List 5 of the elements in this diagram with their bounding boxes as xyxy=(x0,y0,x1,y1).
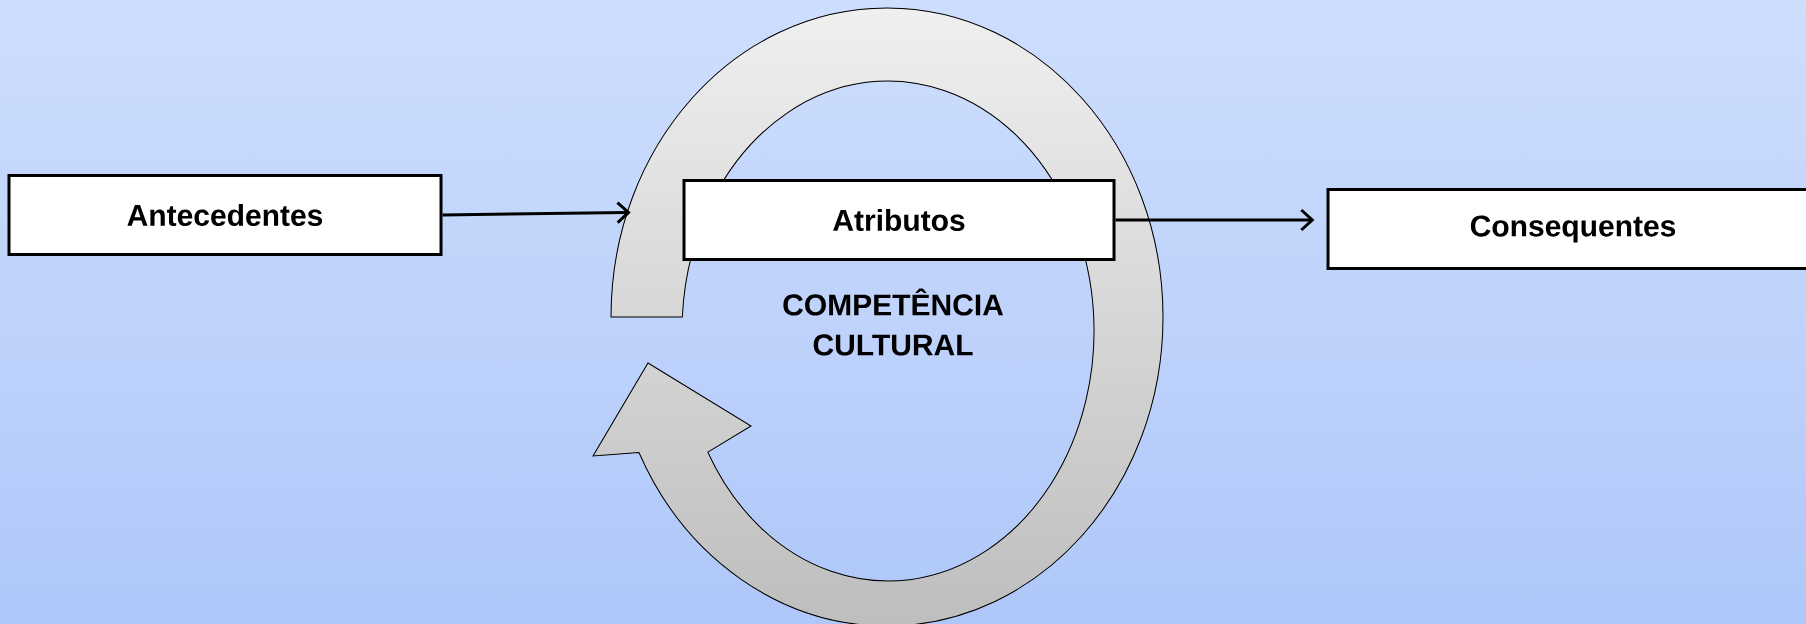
text-box: Consequentes xyxy=(1326,188,1806,270)
arrow xyxy=(1115,208,1315,232)
text-box: Antecedentes xyxy=(7,174,443,256)
text-box: Atributos xyxy=(682,179,1116,261)
arrow xyxy=(442,201,631,224)
